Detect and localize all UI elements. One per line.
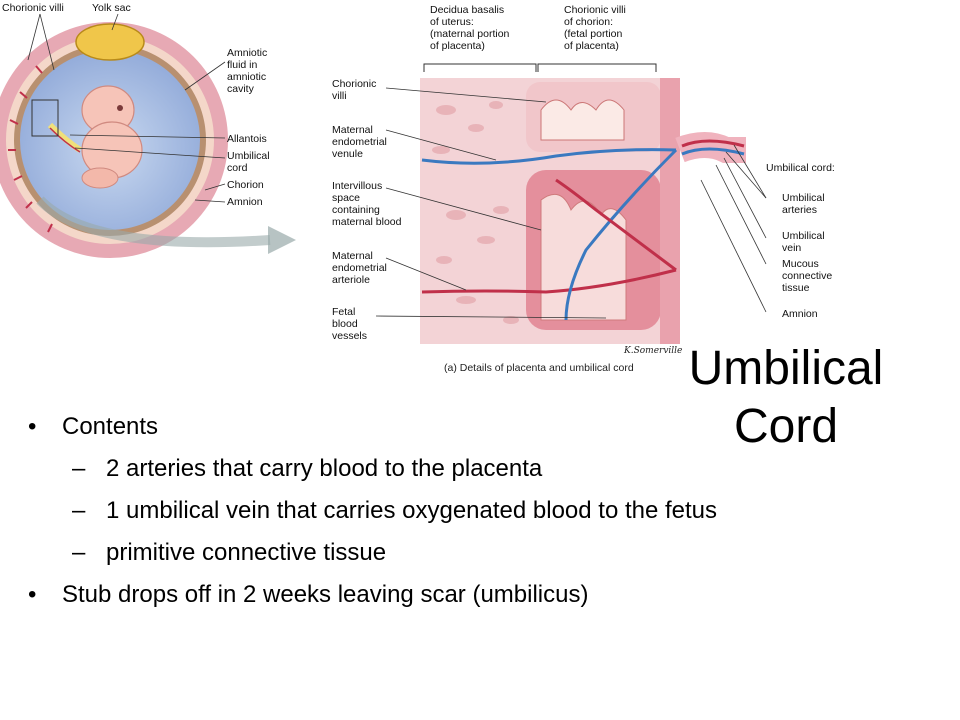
- bullet-list: Contents 2 arteries that carry blood to …: [28, 410, 938, 620]
- leader-lines: [27, 13, 226, 203]
- label-intervillous-space: Intervillous space containing maternal b…: [332, 180, 402, 228]
- embryo-illustration: Chorionic villi Yolk sac Amniotic fluid …: [0, 0, 310, 262]
- label-umbilical-cord-left: Umbilical cord: [227, 150, 270, 174]
- blood-vessels: [421, 148, 678, 321]
- label-chorionic-villi-of-chorion: Chorionic villi of chorion: (fetal porti…: [564, 4, 626, 52]
- embryo-diagram: [0, 13, 228, 258]
- maternal-tissue-cells: [432, 101, 519, 324]
- label-allantois: Allantois: [227, 133, 267, 145]
- label-umbilical-vein: Umbilical vein: [782, 230, 825, 254]
- placenta-diagram: [375, 63, 767, 344]
- brackets: [423, 63, 657, 72]
- label-fetal-vessels: Fetal blood vessels: [332, 306, 368, 342]
- placenta-illustration: Decidua basalis of uterus: (maternal por…: [326, 0, 854, 380]
- illustrator-signature: K.Somerville: [624, 346, 683, 356]
- label-mucous-tissue: Mucous connective tissue: [782, 258, 833, 294]
- label-amniotic-fluid: Amniotic fluid in amniotic cavity: [227, 47, 268, 95]
- figure-caption: (a) Details of placenta and umbilical co…: [444, 362, 634, 374]
- yolk-sac: [75, 23, 145, 61]
- label-yolk-sac: Yolk sac: [92, 2, 131, 14]
- chorionic-plate: [660, 78, 680, 344]
- bullet-stub: Stub drops off in 2 weeks leaving scar (…: [28, 578, 938, 612]
- leader-lines-right: [375, 87, 767, 319]
- label-chorionic-villi-right: Chorionic villi: [332, 78, 377, 102]
- label-chorionic-villi: Chorionic villi: [2, 2, 64, 14]
- label-maternal-venule: Maternal endometrial venule: [332, 124, 387, 160]
- bullet-arteries: 2 arteries that carry blood to the place…: [28, 452, 938, 486]
- arrow-to-detail: [36, 196, 296, 254]
- label-umbilical-cord-heading: Umbilical cord:: [766, 162, 835, 174]
- label-amnion-left: Amnion: [227, 196, 263, 208]
- label-umbilical-arteries: Umbilical arteries: [782, 192, 825, 216]
- label-decidua-basalis: Decidua basalis of uterus: (maternal por…: [430, 4, 510, 52]
- label-chorion: Chorion: [227, 179, 264, 191]
- villi-marks: [8, 65, 53, 233]
- bullet-vein: 1 umbilical vein that carries oxygenated…: [28, 494, 938, 528]
- label-maternal-arteriole: Maternal endometrial arteriole: [332, 250, 387, 286]
- bullet-contents: Contents: [28, 410, 938, 444]
- label-amnion-right: Amnion: [782, 308, 818, 320]
- detail-box: [31, 99, 59, 137]
- bullet-connective-tissue: primitive connective tissue: [28, 536, 938, 570]
